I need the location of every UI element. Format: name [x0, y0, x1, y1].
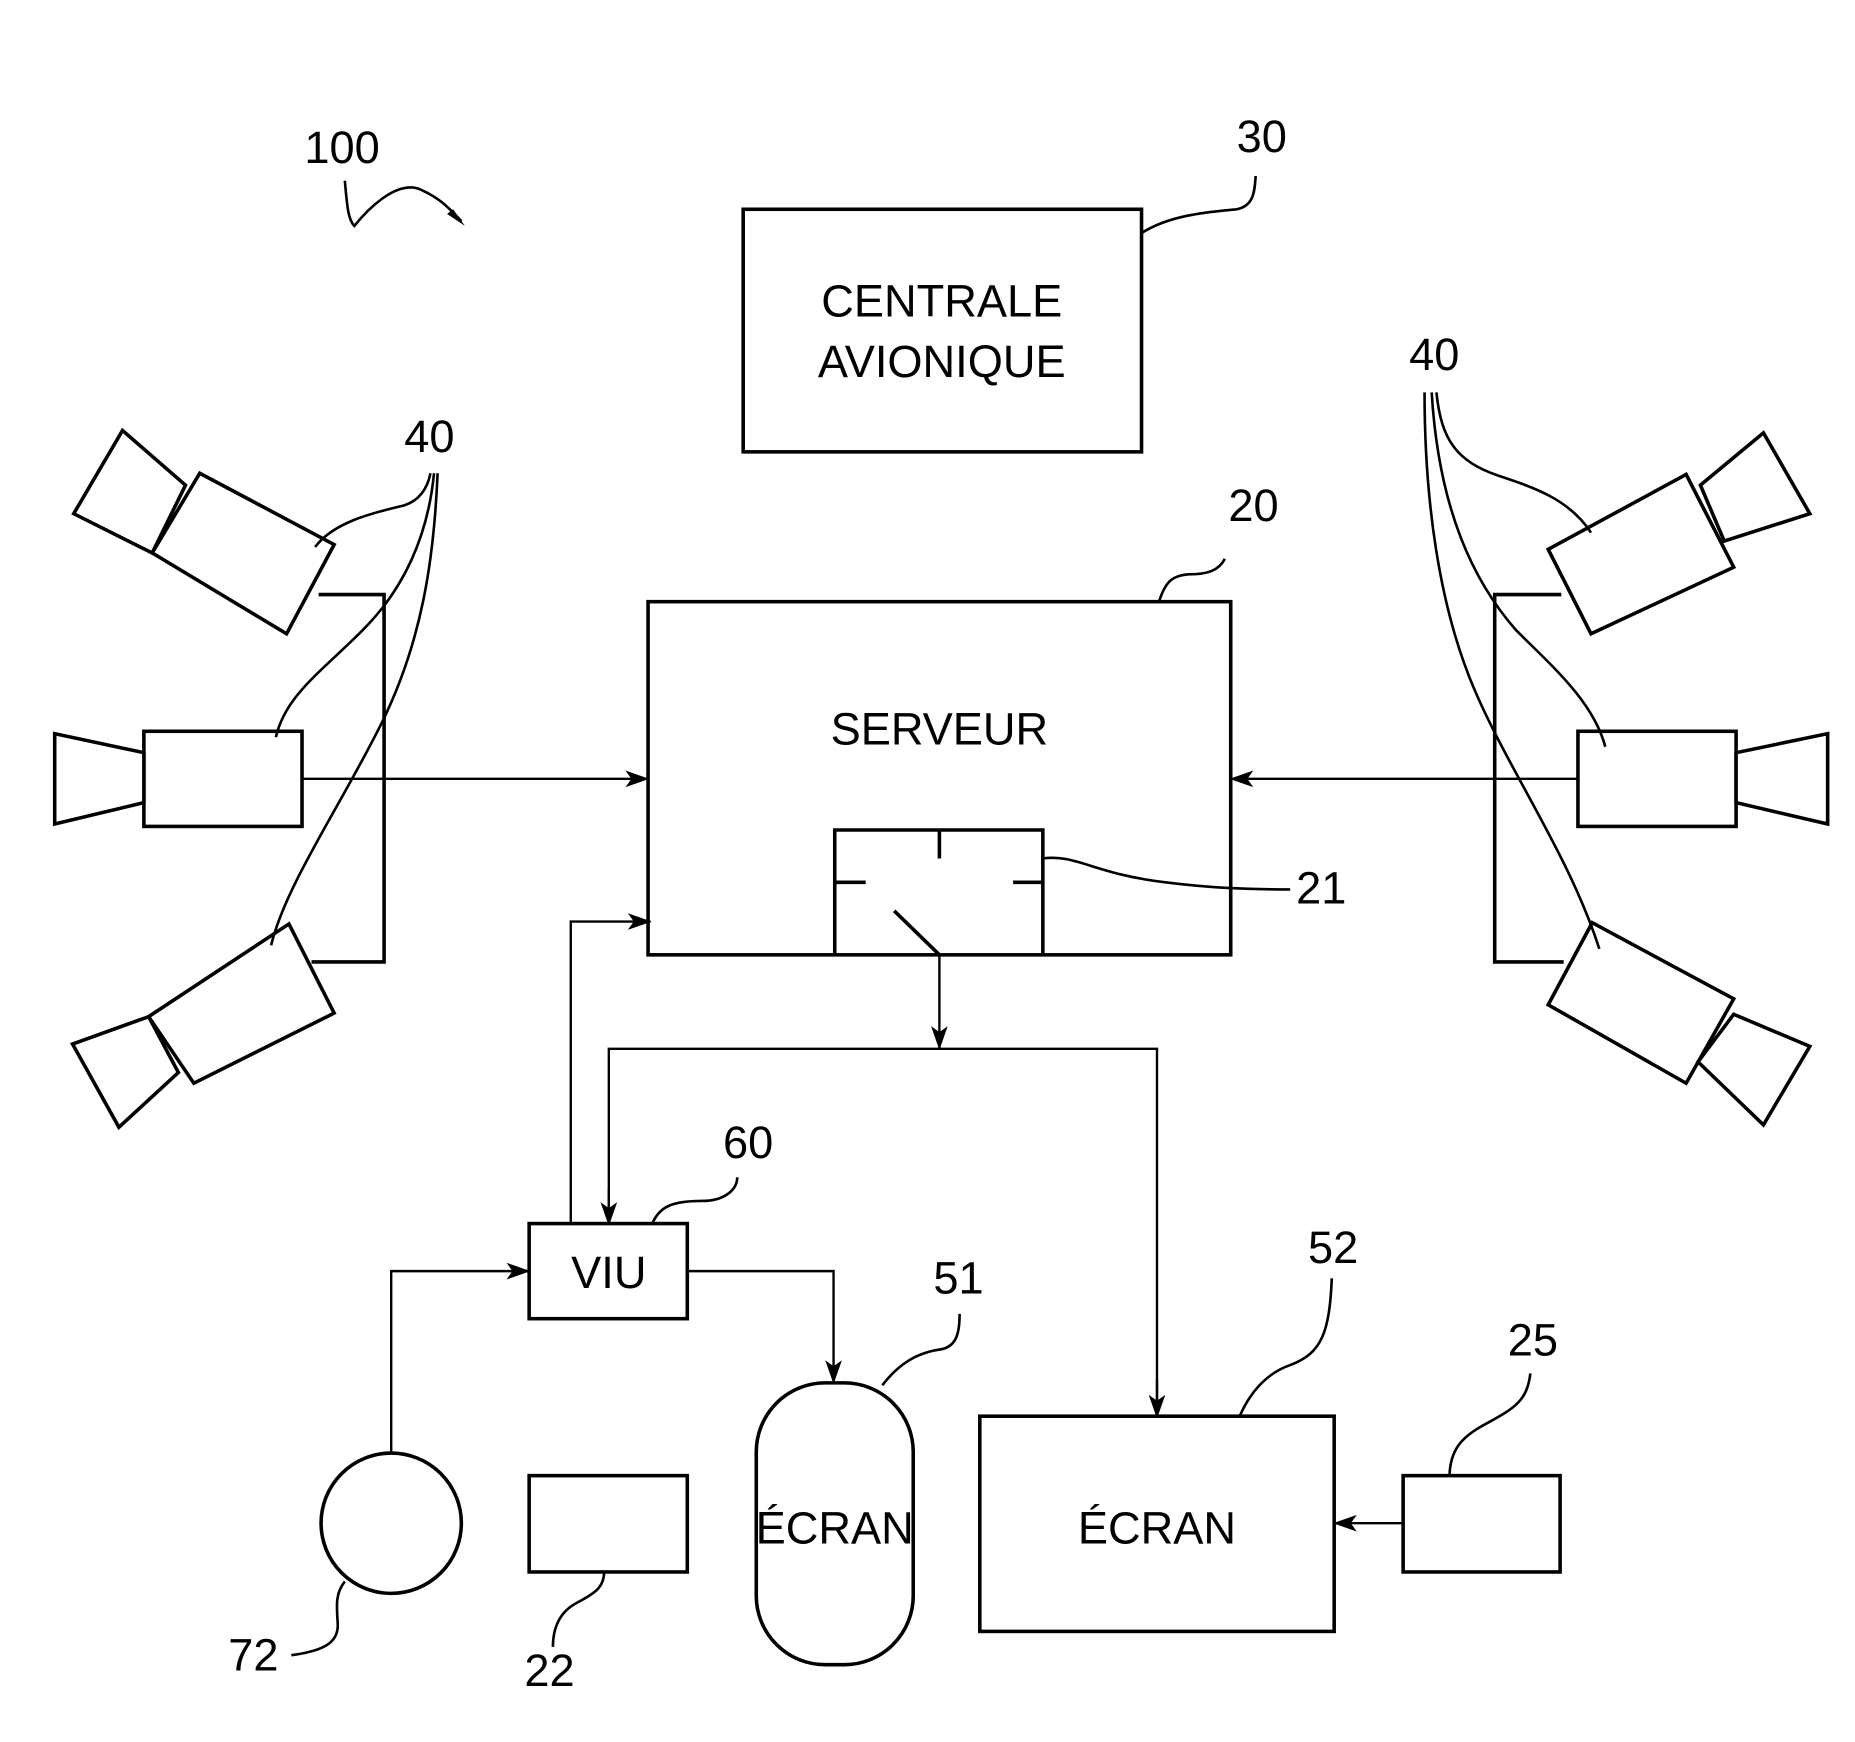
camera-icon [142, 729, 304, 829]
avionics-label-line2: AVIONIQUE [818, 336, 1066, 387]
camera-lens-icon [1698, 430, 1813, 544]
ref-100-label: 100 [304, 122, 379, 173]
ref-72-label: 72 [228, 1630, 278, 1681]
ref-22-leader [551, 1571, 606, 1647]
ref-60-label: 60 [723, 1117, 773, 1168]
control-to-viu-arrow [390, 1262, 531, 1454]
viu-to-server-arrow [569, 913, 652, 1223]
screen-52-block[interactable]: ÉCRAN 52 [978, 1222, 1358, 1634]
server-output-lines [569, 913, 1166, 1419]
ref-30-label: 30 [1237, 111, 1287, 162]
ref-25-label: 25 [1508, 1315, 1558, 1366]
ref-40-left-leader-1 [314, 472, 432, 548]
camera-right-top[interactable] [1545, 430, 1813, 637]
camera-icon [1545, 920, 1737, 1086]
viu-label: VIU [571, 1247, 646, 1298]
camera-left-top[interactable] [71, 427, 337, 637]
ref-25-leader [1448, 1373, 1532, 1475]
camera-icon [1545, 472, 1737, 637]
screen-right-box[interactable] [978, 1414, 1336, 1634]
device-22-block[interactable]: 22 [524, 1473, 690, 1696]
server-block[interactable]: SERVEUR 20 21 [646, 480, 1347, 957]
viu-block[interactable]: 60 VIU 60 [527, 1117, 842, 1385]
ref-60-leader [651, 1177, 739, 1223]
ref-51-label: 51 [933, 1253, 983, 1304]
ref-21-leader [1042, 856, 1291, 891]
ref-100-arrow-icon [447, 209, 465, 226]
camera-icon [149, 470, 337, 637]
screen-51-block[interactable]: ÉCRAN 51 [754, 1253, 984, 1667]
server-label: SERVEUR [831, 703, 1049, 754]
ref-40-left-label: 40 [404, 411, 454, 462]
device-25-block[interactable]: 25 [1332, 1315, 1562, 1574]
device-25-box[interactable] [1401, 1473, 1562, 1574]
ref-72-leader [291, 1580, 346, 1657]
ref-40-right-leader-2 [1430, 392, 1607, 748]
switch-block[interactable]: 21 [832, 828, 1347, 957]
camera-right-middle[interactable] [1576, 729, 1830, 829]
right-camera-group: 40 [1229, 329, 1830, 1128]
ref-21-label: 21 [1296, 863, 1346, 914]
ref-40-right-leader-1 [1435, 392, 1593, 534]
camera-icon [1576, 729, 1738, 829]
camera-left-bottom[interactable] [69, 921, 337, 1131]
camera-lens-icon [1695, 1012, 1813, 1128]
ref-20-label: 20 [1228, 480, 1278, 531]
ref-52-label: 52 [1308, 1222, 1358, 1273]
ref-40-left-leader-3 [269, 473, 439, 946]
screen-right-label: ÉCRAN [1078, 1502, 1236, 1553]
control-72-block[interactable]: 72 [228, 1262, 531, 1681]
viu-to-screen-left-arrow [687, 1269, 842, 1385]
screen-left-box[interactable] [754, 1381, 916, 1667]
avionics-label-line1: CENTRALE [821, 275, 1062, 326]
ref-30-leader [1140, 175, 1257, 235]
ref-22-label: 22 [524, 1645, 574, 1696]
camera-lens-icon [1734, 731, 1830, 827]
ref-40-right-label: 40 [1409, 329, 1459, 380]
camera-lens-icon [71, 427, 188, 556]
ref-100-leader [343, 180, 463, 228]
server-box[interactable] [646, 599, 1233, 957]
ref-40-left-leader-2 [274, 473, 436, 738]
ref-51-leader [881, 1313, 961, 1387]
left-camera-group: 40 [52, 411, 650, 1131]
ref-20-leader [1158, 558, 1226, 601]
camera-right-bottom[interactable] [1545, 920, 1813, 1128]
camera-lens-icon [52, 731, 146, 827]
switch-blade [892, 909, 941, 957]
screen-left-label: ÉCRAN [756, 1502, 914, 1553]
system-reference: 100 [304, 122, 465, 228]
camera-icon [146, 921, 337, 1086]
camera-left-middle[interactable] [52, 729, 304, 829]
device-22-box[interactable] [527, 1473, 690, 1574]
circle-control-icon[interactable] [319, 1451, 464, 1596]
avionics-central-box[interactable] [741, 207, 1144, 454]
ref-40-right-leader-3 [1423, 392, 1601, 950]
avionics-central-block[interactable]: CENTRALE AVIONIQUE 30 [741, 111, 1287, 454]
distribution-bus [607, 1047, 1159, 1416]
ref-52-leader [1239, 1278, 1334, 1416]
camera-lens-icon [69, 1014, 181, 1131]
